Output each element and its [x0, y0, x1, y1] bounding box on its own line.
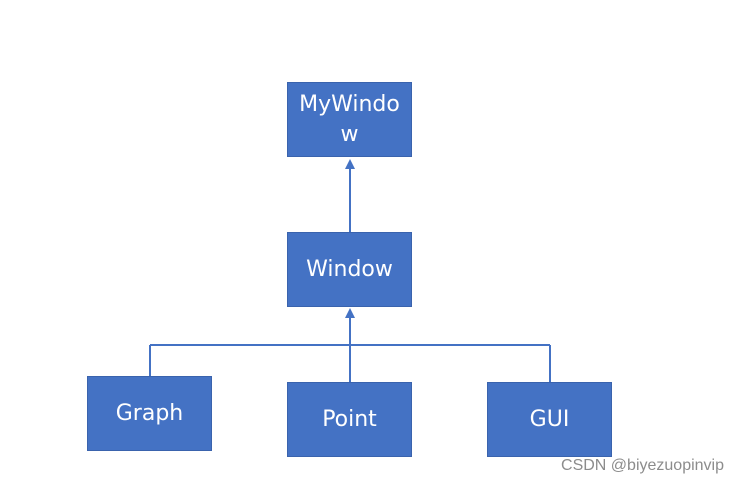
- node-graph: Graph: [87, 376, 212, 451]
- node-point: Point: [287, 382, 412, 457]
- node-gui: GUI: [487, 382, 612, 457]
- watermark: CSDN @biyezuopinvip: [561, 457, 724, 474]
- node-mywindow-label-line1: MyWindo: [299, 91, 400, 117]
- node-window-label: Window: [306, 256, 393, 282]
- node-mywindow-label-line2: w: [340, 121, 359, 147]
- node-gui-label: GUI: [529, 406, 570, 432]
- node-point-label: Point: [322, 406, 377, 432]
- node-window: Window: [287, 232, 412, 307]
- node-mywindow: MyWindo w: [287, 82, 412, 157]
- node-graph-label: Graph: [115, 400, 184, 426]
